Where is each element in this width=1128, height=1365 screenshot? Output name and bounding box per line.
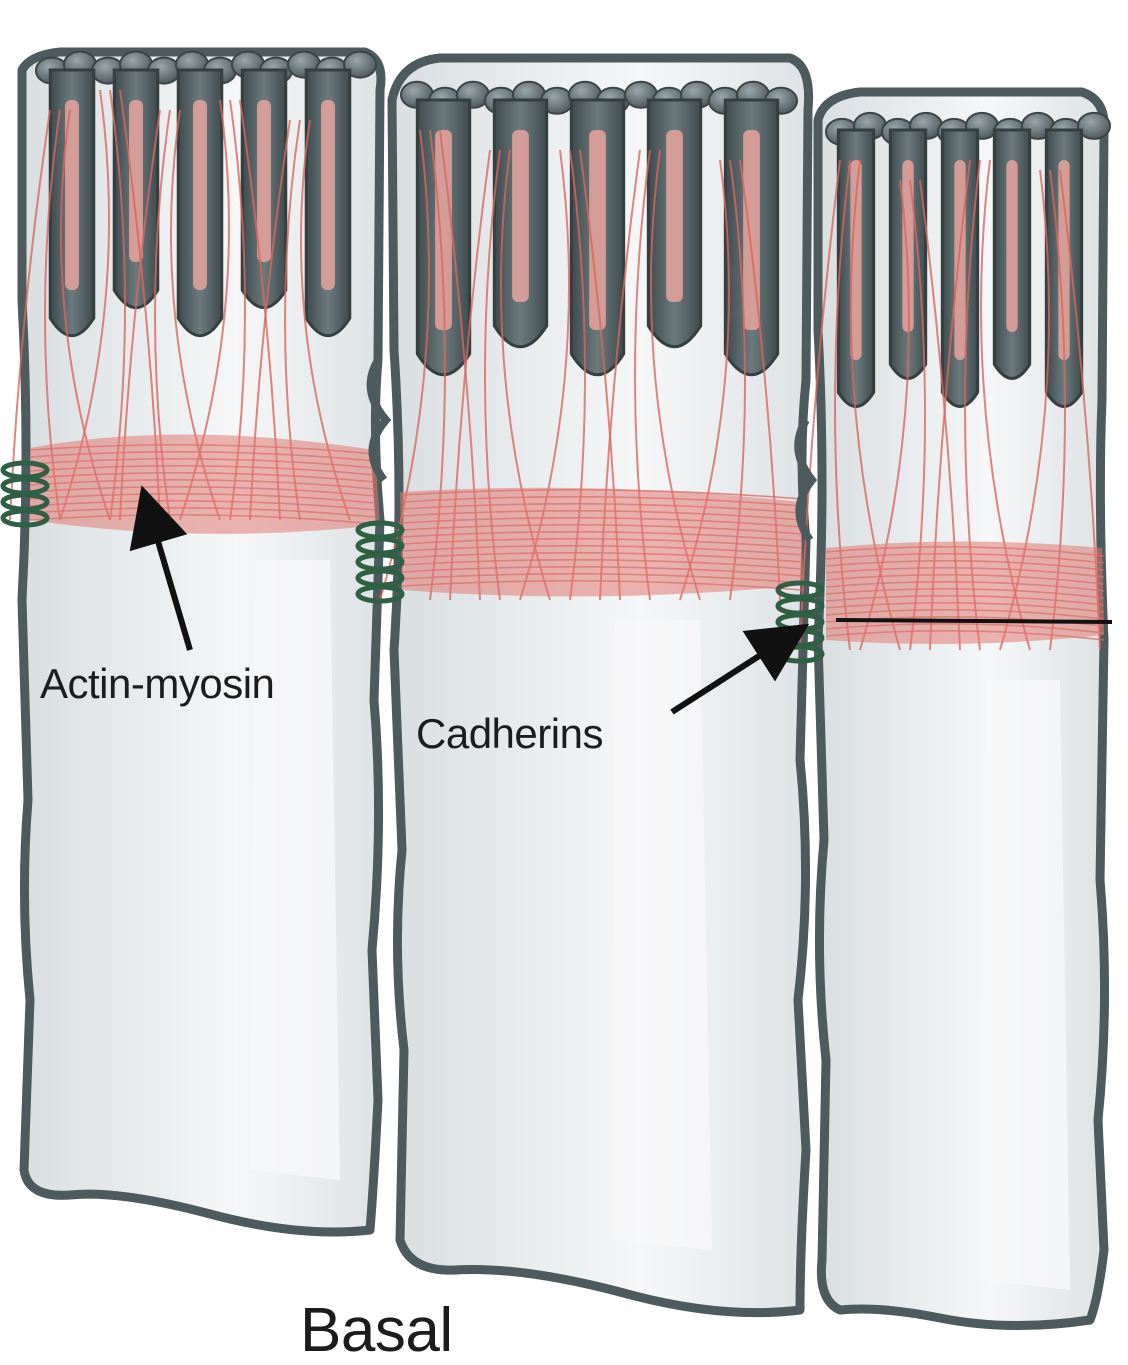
microvillus-core [512, 130, 529, 302]
cell-shading [250, 560, 340, 1180]
actin-myosin-band-left [30, 434, 380, 533]
cell-shading [980, 680, 1070, 1290]
actin-myosin-label: Actin-myosin [40, 660, 274, 708]
cell-shading [610, 620, 712, 1250]
actin-myosin-band-right [826, 542, 1104, 645]
basal-label: Basal [300, 1300, 453, 1362]
microvillus-core [1006, 160, 1017, 332]
actin-myosin-band-middle [400, 488, 804, 597]
cadherins-label: Cadherins [416, 710, 603, 758]
microvillus-core [954, 160, 965, 360]
microvillus-core [666, 130, 683, 302]
indicator-line [836, 620, 1112, 622]
microvillus-core [321, 100, 335, 290]
microvillus-core [193, 100, 207, 290]
microvillus-core [257, 100, 271, 262]
